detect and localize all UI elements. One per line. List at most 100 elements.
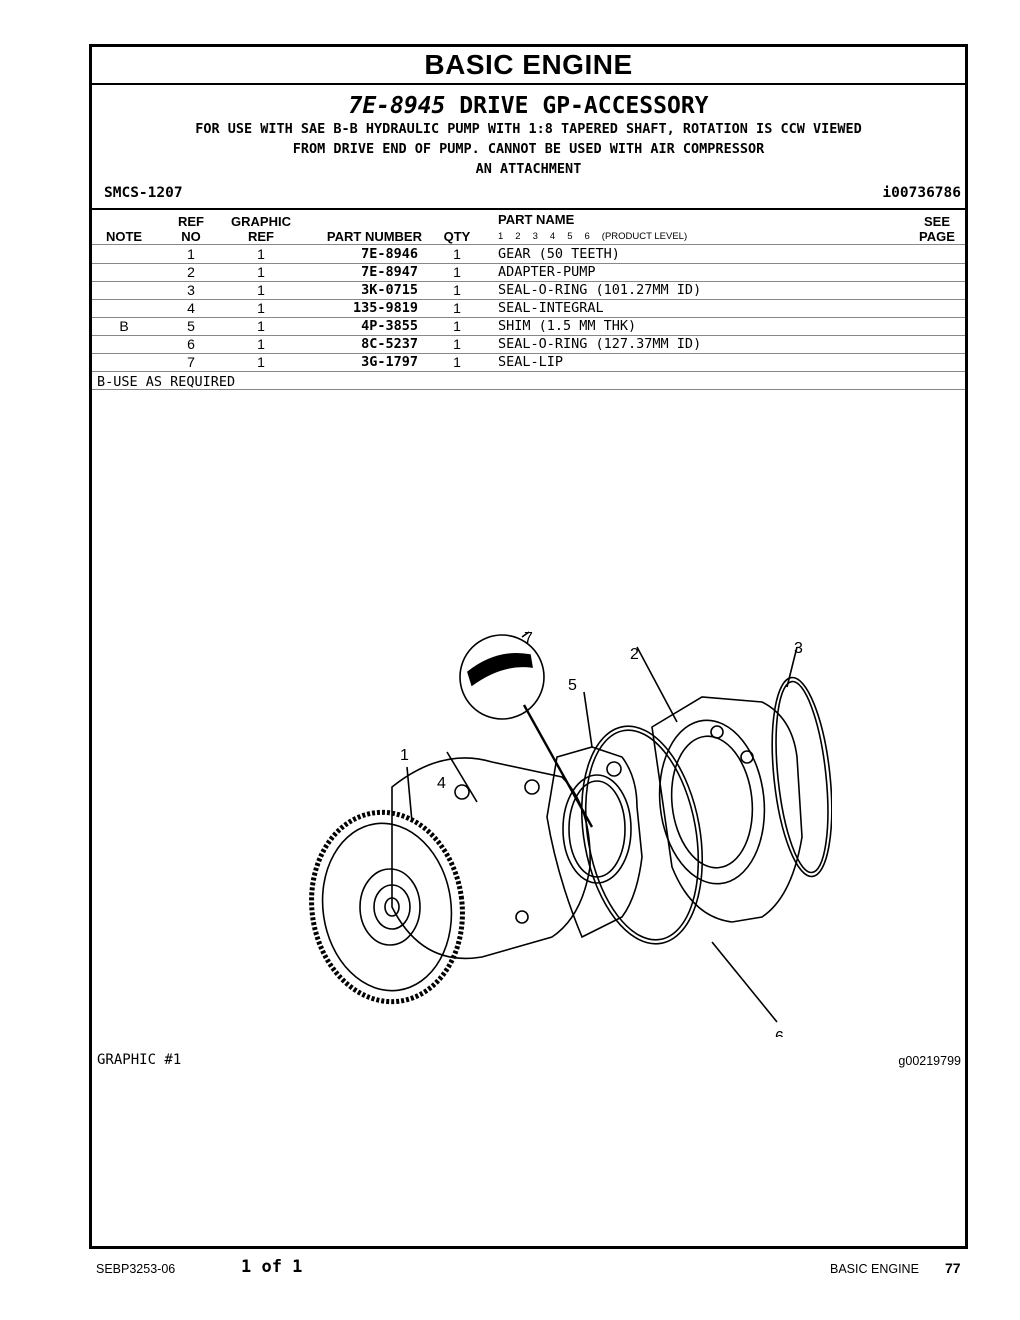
row-qty: 1 bbox=[453, 264, 461, 280]
leader-4 bbox=[446, 751, 478, 803]
col-see-top: SEE bbox=[923, 214, 950, 229]
table-row: 7 1 3G-1797 1 SEAL-LIP bbox=[92, 353, 965, 372]
row-graphic-ref: 1 bbox=[257, 336, 265, 352]
col-graphic-bottom: REF bbox=[248, 229, 274, 244]
product-level-4: 4 bbox=[549, 231, 556, 242]
exploded-view-illustration: 1 2 3 4 5 6 7 bbox=[309, 630, 832, 1037]
adapter-drawing bbox=[651, 696, 803, 923]
row-part-number: 7E-8947 bbox=[361, 264, 418, 280]
row-part-number: 4P-3855 bbox=[361, 318, 418, 334]
smcs-code: SMCS-1207 bbox=[104, 185, 183, 201]
table-row: 2 1 7E-8947 1 ADAPTER-PUMP bbox=[92, 263, 965, 282]
row-graphic-ref: 1 bbox=[257, 264, 265, 280]
gear-drawing bbox=[309, 757, 591, 1005]
o-ring-3-inner bbox=[775, 680, 829, 874]
leader-3 bbox=[786, 646, 798, 688]
product-level-2: 2 bbox=[515, 231, 521, 242]
row-ref: 5 bbox=[187, 318, 195, 334]
col-part-number: PART NUMBER bbox=[326, 229, 422, 244]
row-part-name: SEAL-INTEGRAL bbox=[498, 300, 604, 316]
callout-5: 5 bbox=[568, 677, 577, 694]
column-header-divider bbox=[92, 244, 965, 245]
col-qty: QTY bbox=[443, 229, 471, 244]
row-graphic-ref: 1 bbox=[257, 246, 265, 262]
table-row: 6 1 8C-5237 1 SEAL-O-RING (127.37MM ID) bbox=[92, 335, 965, 354]
product-level-label: (PRODUCT LEVEL) bbox=[601, 231, 688, 242]
group-title: 7E-8945 DRIVE GP-ACCESSORY bbox=[92, 91, 965, 121]
graphic-id: g00219799 bbox=[898, 1054, 961, 1068]
doc-number: SEBP3253-06 bbox=[96, 1262, 176, 1276]
row-part-name: ADAPTER-PUMP bbox=[498, 264, 596, 280]
group-name: DRIVE GP-ACCESSORY bbox=[459, 93, 709, 119]
section-title: BASIC ENGINE bbox=[92, 47, 965, 85]
header-divider bbox=[92, 208, 965, 210]
callout-1: 1 bbox=[400, 747, 409, 764]
table-row: 4 1 135-9819 1 SEAL-INTEGRAL bbox=[92, 299, 965, 318]
footnote-divider bbox=[92, 389, 965, 390]
row-qty: 1 bbox=[453, 300, 461, 316]
leader-6 bbox=[711, 941, 778, 1023]
o-ring-6-inner bbox=[584, 729, 700, 941]
row-ref: 7 bbox=[187, 354, 195, 370]
callout-3: 3 bbox=[794, 640, 803, 657]
row-qty: 1 bbox=[453, 354, 461, 370]
row-note: B bbox=[119, 318, 129, 334]
row-ref: 4 bbox=[187, 300, 195, 316]
callout-7: 7 bbox=[524, 630, 533, 647]
product-level-1: 1 bbox=[498, 231, 504, 242]
o-ring-6-drawing bbox=[580, 725, 704, 945]
table-row: 1 1 7E-8946 1 GEAR (50 TEETH) bbox=[92, 245, 965, 264]
row-part-name: SEAL-O-RING (101.27MM ID) bbox=[498, 282, 702, 298]
callout-4: 4 bbox=[437, 775, 446, 792]
description-line-3: AN ATTACHMENT bbox=[475, 161, 582, 177]
o-ring-3-drawing bbox=[771, 676, 832, 878]
leader-5 bbox=[583, 691, 593, 748]
illustration-id: i00736786 bbox=[882, 185, 961, 201]
row-qty: 1 bbox=[453, 318, 461, 334]
page-number: 77 bbox=[945, 1260, 961, 1276]
row-graphic-ref: 1 bbox=[257, 318, 265, 334]
group-part-number: 7E-8945 bbox=[348, 93, 446, 119]
product-level-6: 6 bbox=[584, 231, 590, 242]
row-part-number: 3K-0715 bbox=[361, 282, 418, 298]
footer-section: BASIC ENGINE bbox=[830, 1262, 919, 1276]
callout-6: 6 bbox=[775, 1029, 784, 1037]
row-ref: 2 bbox=[187, 264, 195, 280]
leader-1 bbox=[406, 766, 413, 823]
col-note: NOTE bbox=[105, 229, 143, 244]
row-part-name: SEAL-O-RING (127.37MM ID) bbox=[498, 336, 702, 352]
row-ref: 3 bbox=[187, 282, 195, 298]
row-qty: 1 bbox=[453, 282, 461, 298]
leader-2 bbox=[636, 646, 678, 723]
row-graphic-ref: 1 bbox=[257, 354, 265, 370]
row-ref: 6 bbox=[187, 336, 195, 352]
row-part-name: SHIM (1.5 MM THK) bbox=[498, 318, 637, 334]
col-ref-bottom: NO bbox=[181, 229, 201, 244]
row-ref: 1 bbox=[187, 246, 195, 262]
shim-drawing bbox=[546, 746, 643, 939]
callout-2: 2 bbox=[630, 646, 639, 663]
graphic-label: GRAPHIC #1 bbox=[97, 1052, 182, 1068]
row-part-name: SEAL-LIP bbox=[498, 354, 564, 370]
seal-lip-detail-drawing bbox=[459, 634, 594, 828]
description-line-2: FROM DRIVE END OF PUMP. CANNOT BE USED W… bbox=[292, 141, 765, 157]
row-graphic-ref: 1 bbox=[257, 282, 265, 298]
row-qty: 1 bbox=[453, 336, 461, 352]
row-part-number: 7E-8946 bbox=[361, 246, 418, 262]
col-part-name: PART NAME bbox=[498, 212, 575, 227]
col-graphic-top: GRAPHIC bbox=[231, 214, 291, 229]
row-qty: 1 bbox=[453, 246, 461, 262]
table-row: B 5 1 4P-3855 1 SHIM (1.5 MM THK) bbox=[92, 317, 965, 336]
table-row: 3 1 3K-0715 1 SEAL-O-RING (101.27MM ID) bbox=[92, 281, 965, 300]
col-ref-top: REF bbox=[178, 214, 204, 229]
page-frame: BASIC ENGINE 7E-8945 DRIVE GP-ACCESSORY … bbox=[89, 44, 968, 1249]
row-part-number: 135-9819 bbox=[352, 300, 418, 316]
row-part-name: GEAR (50 TEETH) bbox=[498, 246, 620, 262]
description-line-1: FOR USE WITH SAE B-B HYDRAULIC PUMP WITH… bbox=[195, 121, 862, 137]
row-part-number: 8C-5237 bbox=[361, 336, 418, 352]
leader-7 bbox=[521, 631, 530, 638]
col-see-bottom: PAGE bbox=[919, 229, 955, 244]
footnote: B-USE AS REQUIRED bbox=[97, 374, 236, 390]
row-graphic-ref: 1 bbox=[257, 300, 265, 316]
